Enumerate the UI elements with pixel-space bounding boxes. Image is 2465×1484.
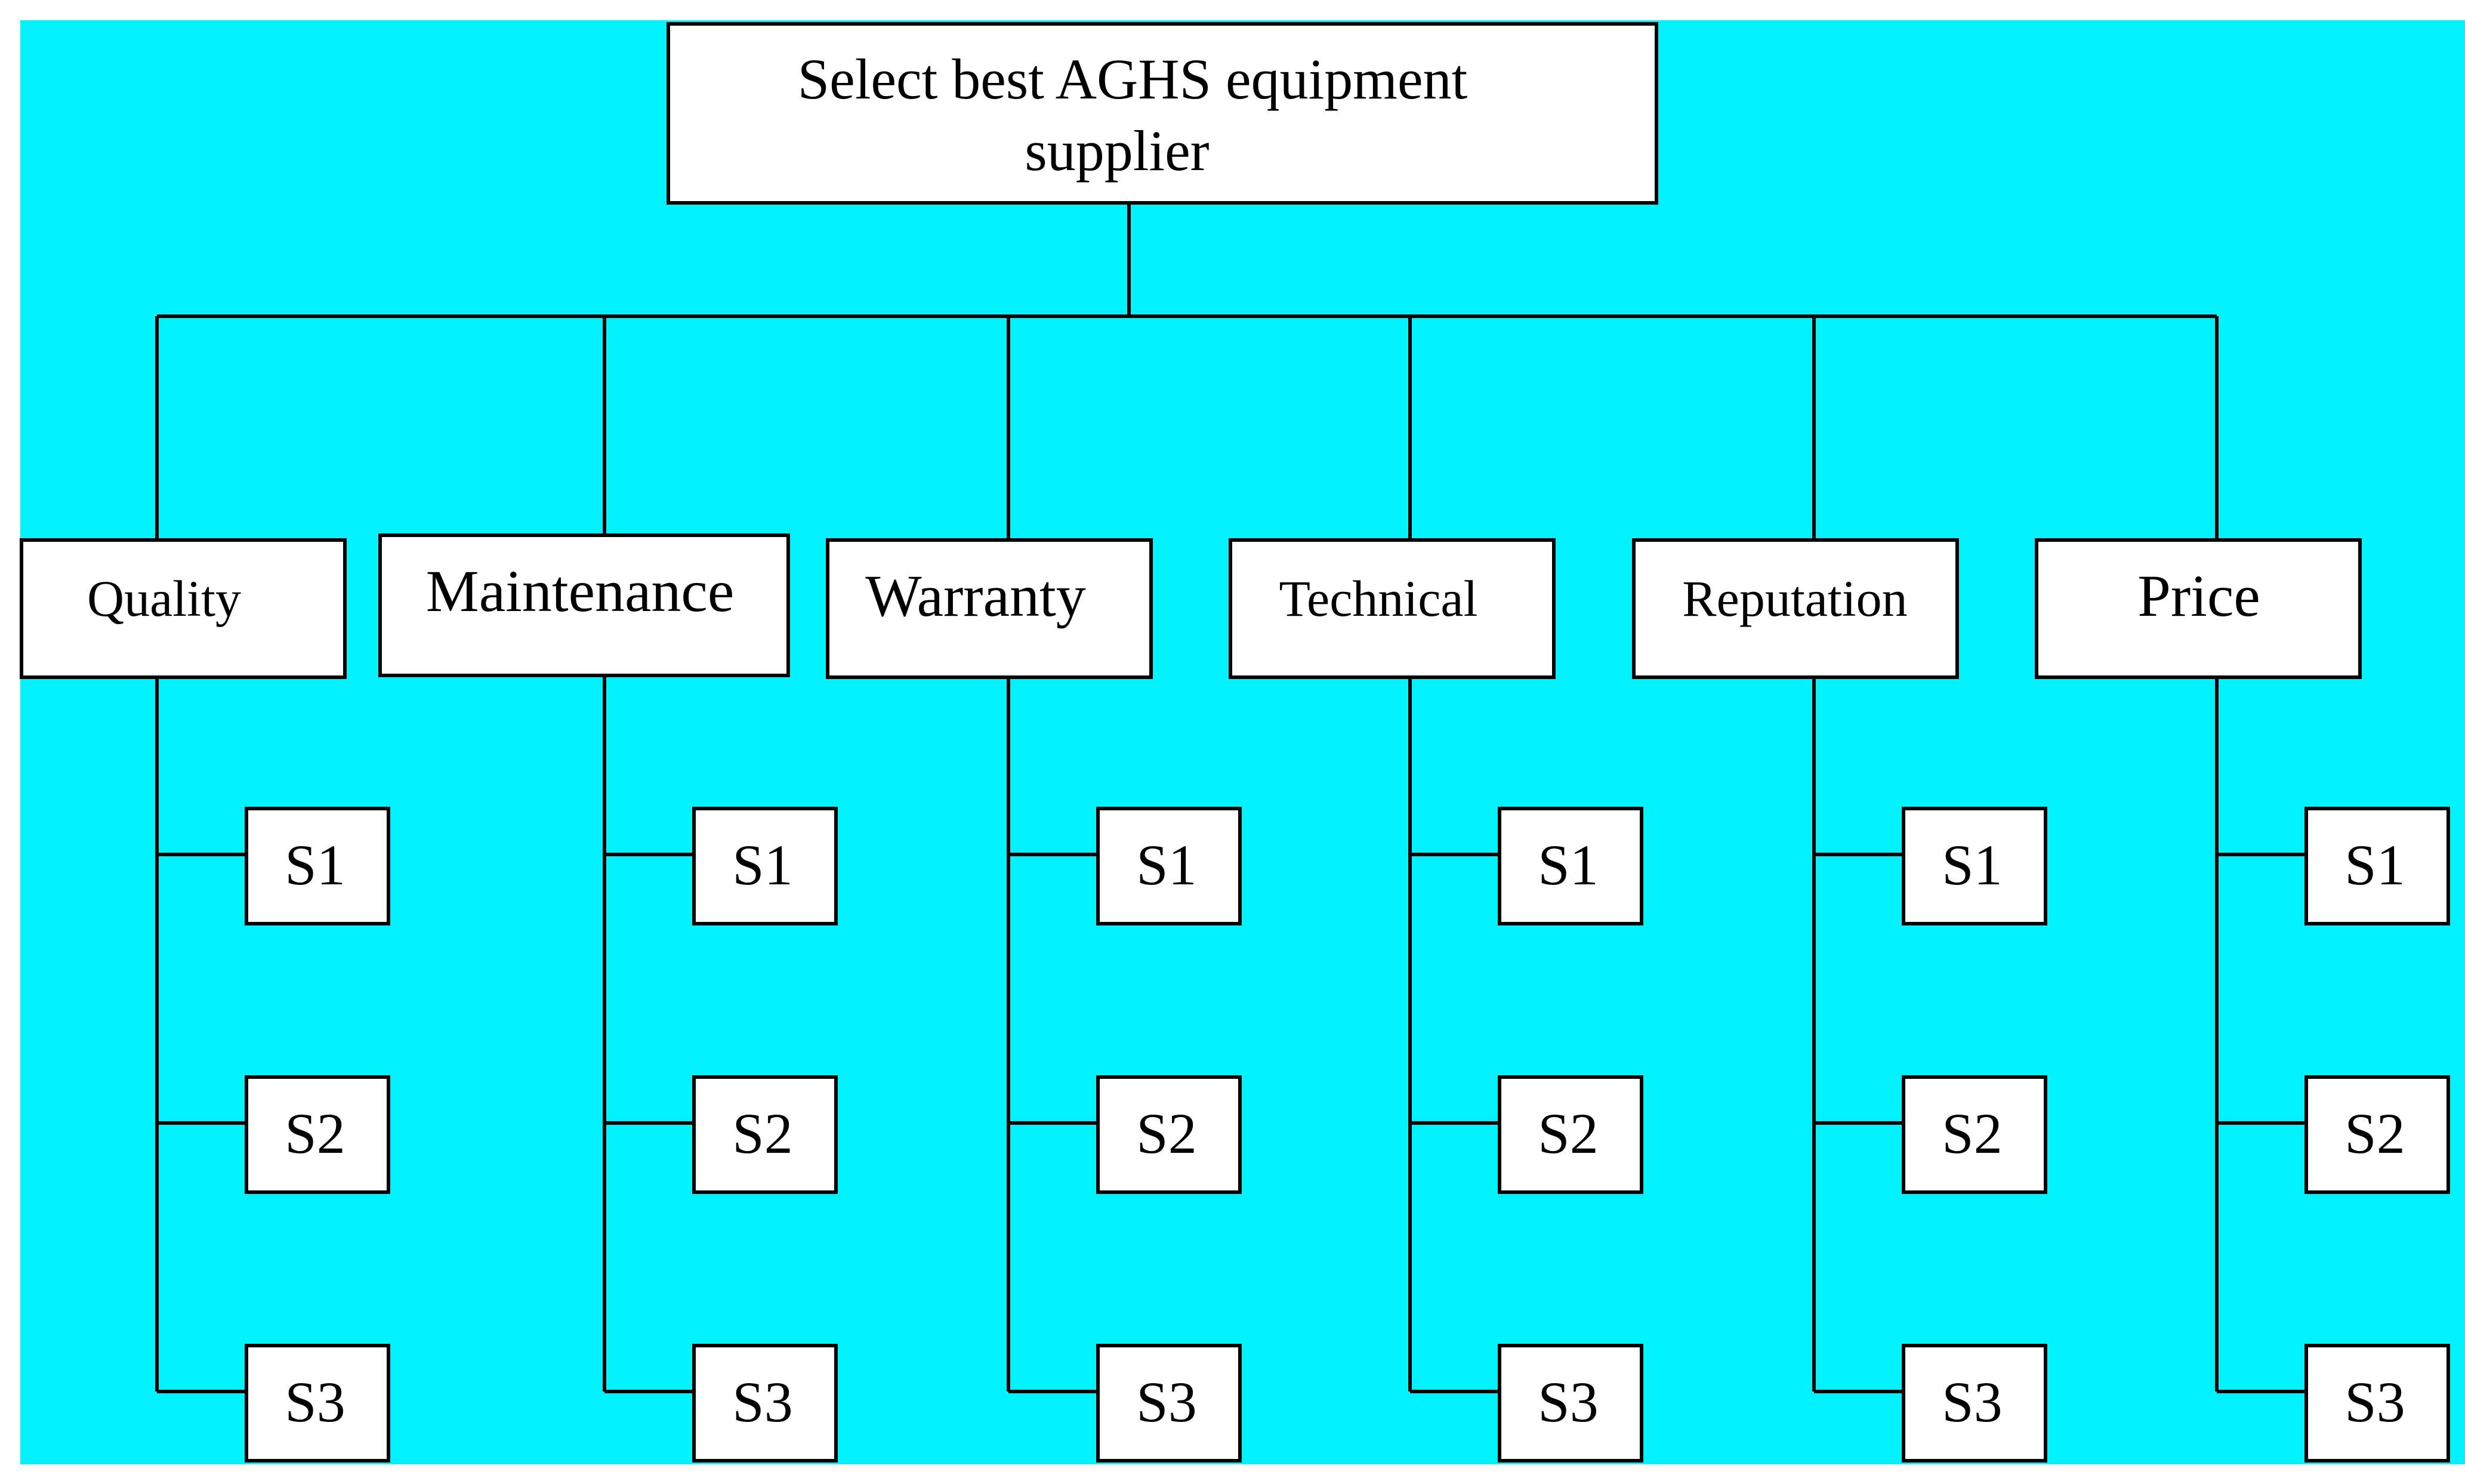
alternative-box: [2304, 1344, 2450, 1463]
criterion-box: [20, 538, 347, 679]
alternative-label: S2: [732, 1102, 792, 1165]
alternative-label: S1: [1942, 833, 2002, 897]
alternative-label: S1: [285, 833, 345, 897]
alternative-label: S3: [2344, 1370, 2405, 1434]
criteria-layer: QualityS1S2S3MaintenanceS1S2S3WarrantyS1…: [20, 316, 2450, 1463]
alternative-box: [692, 1344, 838, 1463]
alternative-node: S3: [1814, 1344, 2047, 1463]
alternative-node: S1: [1410, 807, 1643, 925]
criterion-box: [826, 538, 1153, 679]
goal-connectors: [157, 203, 2217, 318]
alternative-node: S3: [1008, 1344, 1242, 1463]
alternative-box: [2304, 807, 2450, 925]
alternative-label: S1: [2344, 833, 2405, 897]
alternative-box: [1902, 807, 2047, 925]
alternative-label: S3: [1136, 1370, 1196, 1434]
goal-box: [667, 22, 1658, 205]
criterion-label: Reputation: [1682, 570, 1907, 627]
alternative-box: [1096, 1344, 1242, 1463]
alternative-box: [692, 807, 838, 925]
alternative-node: S3: [1410, 1344, 1643, 1463]
alternative-node: S2: [604, 1075, 838, 1194]
alternative-box: [1902, 1344, 2047, 1463]
alternative-node: S1: [604, 807, 838, 925]
alternative-node: S2: [1008, 1075, 1242, 1194]
criterion-label: Warranty: [865, 563, 1086, 629]
alternative-box: [1498, 1344, 1643, 1463]
alternative-label: S3: [732, 1370, 792, 1434]
alternative-node: S3: [604, 1344, 838, 1463]
alternative-node: S1: [157, 807, 390, 925]
alternative-node: S3: [2217, 1344, 2450, 1463]
alternative-box: [1096, 807, 1242, 925]
alternative-box: [245, 1344, 390, 1463]
alternative-box: [1096, 1075, 1242, 1194]
criterion-box: [1632, 538, 1959, 679]
criterion-label: Maintenance: [426, 558, 734, 624]
diagram-background: [20, 20, 2465, 1464]
alternative-label: S2: [285, 1102, 345, 1165]
alternative-label: S2: [1136, 1102, 1196, 1165]
alternative-node: S3: [157, 1344, 390, 1463]
alternative-label: S2: [2344, 1102, 2405, 1165]
alternative-node: S1: [2217, 807, 2450, 925]
criterion-label: Quality: [87, 570, 241, 627]
alternative-label: S1: [732, 833, 792, 897]
alternative-node: S2: [157, 1075, 390, 1194]
alternative-node: S1: [1814, 807, 2047, 925]
alternative-label: S2: [1538, 1102, 1598, 1165]
goal-title-line-1: Select best AGHS equipment: [798, 47, 1468, 111]
goal-title-line-2: supplier: [1025, 119, 1209, 183]
alternative-label: S2: [1942, 1102, 2002, 1165]
alternative-box: [1498, 1075, 1643, 1194]
alternative-label: S3: [1942, 1370, 2002, 1434]
alternative-node: S1: [1008, 807, 1242, 925]
alternative-label: S1: [1538, 833, 1598, 897]
alternative-node: S2: [2217, 1075, 2450, 1194]
alternative-box: [245, 807, 390, 925]
alternative-box: [1498, 807, 1643, 925]
alternative-node: S2: [1410, 1075, 1643, 1194]
alternative-box: [245, 1075, 390, 1194]
criterion-box: [378, 533, 790, 677]
alternative-label: S1: [1136, 833, 1196, 897]
alternative-label: S3: [285, 1370, 345, 1434]
goal-node: Select best AGHS equipment supplier: [667, 22, 1658, 205]
alternative-node: S2: [1814, 1075, 2047, 1194]
criterion-label: Technical: [1279, 570, 1478, 627]
alternative-label: S3: [1538, 1370, 1598, 1434]
criterion-box: [1229, 538, 1556, 679]
alternative-box: [1902, 1075, 2047, 1194]
criterion-box: [2035, 538, 2362, 679]
alternative-box: [2304, 1075, 2450, 1194]
alternative-box: [692, 1075, 838, 1194]
criterion-label: Price: [2137, 563, 2260, 629]
